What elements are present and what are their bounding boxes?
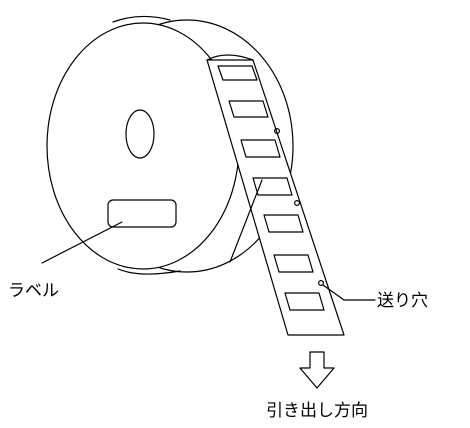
carrier-tape — [206, 59, 345, 336]
tape-wrap-top — [206, 54, 254, 61]
tape-pocket — [217, 65, 258, 81]
tape-pocket — [228, 100, 269, 118]
pull-direction-text: 引き出し方向 — [266, 401, 368, 421]
reel-rim-bottom — [117, 268, 181, 275]
feed-hole — [318, 280, 325, 287]
feed-hole-leader-line — [322, 284, 376, 301]
tape-wrap-edge — [229, 179, 263, 263]
reel-hub-hole — [125, 109, 155, 159]
tape-pocket — [284, 292, 325, 311]
tape-pockets — [217, 65, 325, 311]
feed-hole — [274, 128, 281, 135]
tape-pocket — [273, 254, 314, 273]
tape-pocket — [263, 214, 304, 233]
label-tag-text: ラベル — [8, 281, 59, 301]
tape-pocket — [240, 139, 281, 158]
label-leader-line — [41, 221, 123, 264]
feed-hole-text: 送り穴 — [377, 291, 428, 311]
down-arrow-icon — [299, 351, 335, 389]
tape-pocket — [252, 177, 293, 196]
feed-hole — [294, 200, 301, 207]
tape-feed-holes — [274, 128, 325, 287]
reel-label-tag — [107, 199, 177, 228]
reel-rim-top — [112, 15, 171, 23]
